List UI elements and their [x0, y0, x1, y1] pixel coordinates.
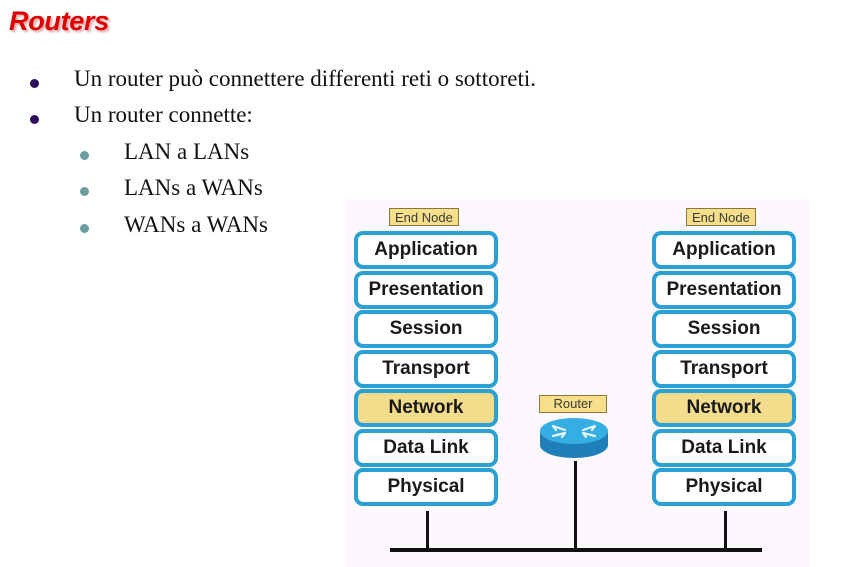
osi-layer-session-right: Session: [652, 310, 796, 348]
osi-layer-presentation-right: Presentation: [652, 270, 796, 309]
network-bus: [390, 548, 762, 552]
osi-layer-network-left: Network: [354, 389, 498, 427]
bullet-dot: [30, 115, 39, 124]
osi-layer-physical-right: Physical: [652, 468, 796, 506]
osi-layer-presentation-left: Presentation: [354, 270, 498, 309]
osi-layer-data-link-right: Data Link: [652, 428, 796, 467]
osi-layer-network-right: Network: [652, 389, 796, 427]
bullet-dot: [30, 79, 39, 88]
slide-title: Routers: [9, 6, 109, 36]
sub-bullet-item: LANs a WANs: [124, 175, 263, 200]
right-node-link: [724, 511, 727, 549]
sub-bullet-item: LAN a LANs: [124, 139, 250, 164]
end-node-label-right: End Node: [686, 208, 756, 226]
sub-bullet-item: WANs a WANs: [124, 212, 268, 237]
bullet-item: Un router connette:: [74, 102, 253, 127]
osi-layer-application-right: Application: [652, 231, 796, 269]
osi-layer-transport-left: Transport: [354, 349, 498, 388]
router-label: Router: [539, 395, 607, 413]
osi-layer-physical-left: Physical: [354, 468, 498, 506]
router-link: [574, 461, 577, 549]
end-node-label-left: End Node: [389, 208, 459, 226]
osi-layer-session-left: Session: [354, 310, 498, 348]
osi-layer-application-left: Application: [354, 231, 498, 269]
bullet-item: Un router può connettere differenti reti…: [74, 66, 536, 91]
sub-bullet-dot: [80, 187, 89, 196]
sub-bullet-dot: [80, 151, 89, 160]
left-node-link: [426, 511, 429, 549]
router-icon: [540, 418, 608, 458]
sub-bullet-dot: [80, 224, 89, 233]
osi-layer-transport-right: Transport: [652, 349, 796, 388]
osi-layer-data-link-left: Data Link: [354, 428, 498, 467]
